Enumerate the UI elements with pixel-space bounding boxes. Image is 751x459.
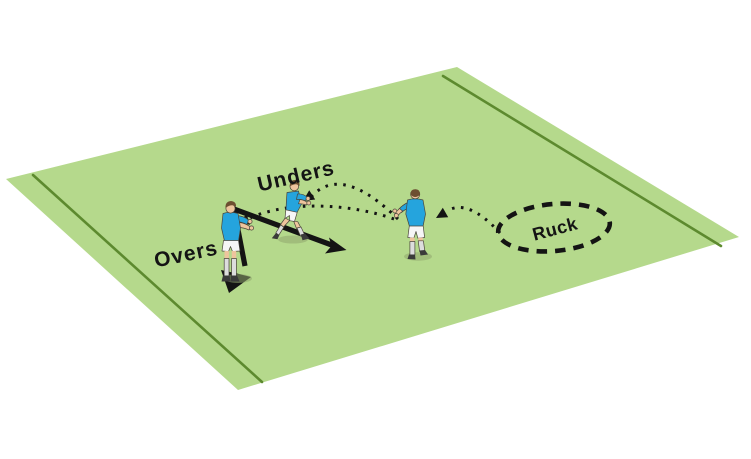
player-hair: [410, 189, 420, 197]
player-hand: [247, 219, 253, 224]
player-hair: [289, 180, 300, 187]
pass-dotted-path: [446, 206, 502, 235]
player-forearm: [298, 199, 308, 206]
pitch: [6, 67, 739, 390]
player-sock: [409, 241, 416, 256]
player-shadow: [404, 252, 432, 261]
player-hand: [249, 225, 254, 231]
player-shorts: [221, 240, 241, 252]
player-overs: [221, 201, 254, 283]
touchline-left: [31, 173, 264, 384]
touchline-right: [441, 74, 723, 248]
player-leg: [410, 237, 415, 243]
player-hand: [306, 200, 312, 206]
player-hair: [225, 201, 237, 208]
player-torso: [405, 198, 426, 227]
pass-arrowhead-icon: [436, 207, 449, 218]
player-torso: [221, 211, 241, 242]
player-boot: [230, 275, 240, 282]
player-leg: [224, 251, 229, 259]
player-leg: [231, 251, 237, 259]
player-boot: [419, 250, 428, 256]
player-boot: [221, 275, 231, 282]
pass-ruck-to-passer: [436, 206, 502, 235]
player-unders: [271, 180, 312, 244]
player-hand: [393, 213, 399, 218]
player-hand: [392, 208, 398, 214]
player-sock: [231, 258, 237, 277]
player-sock: [223, 258, 230, 277]
pass-dotted-path: [310, 182, 400, 221]
player-passer: [392, 189, 432, 261]
player-boot: [300, 233, 310, 241]
player-shadow: [278, 235, 308, 244]
unders-run-arrowhead-icon: [325, 237, 347, 254]
pass-dotted-path: [249, 204, 395, 221]
player-shorts: [284, 209, 298, 222]
player-sock: [417, 240, 426, 252]
player-leg: [418, 237, 423, 242]
player-boot: [407, 254, 416, 260]
player-hand: [305, 196, 311, 201]
player-shorts: [407, 225, 425, 239]
ruck-ellipse: [495, 201, 613, 254]
player-boot: [271, 232, 280, 240]
